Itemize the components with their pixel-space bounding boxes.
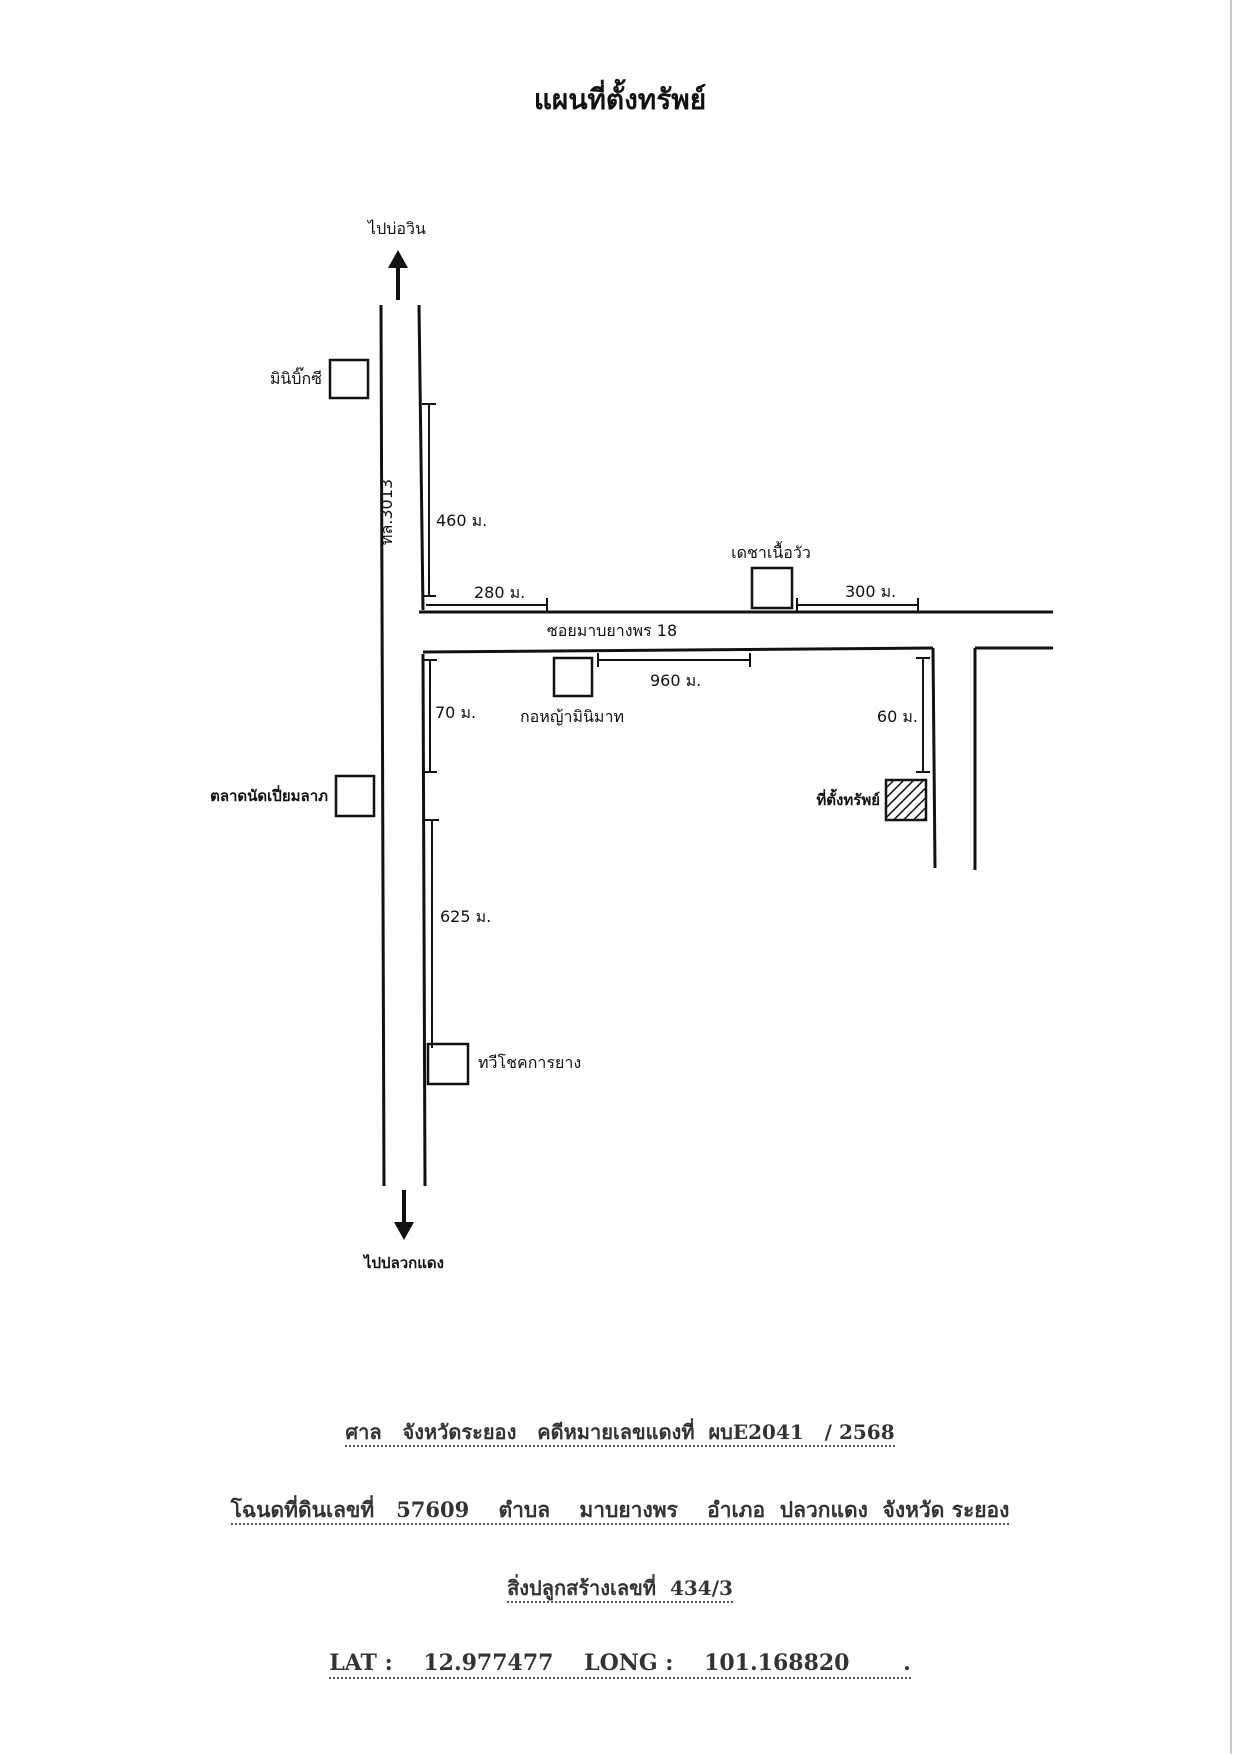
deed-line: โฉนดที่ดินเลขที่ 57609 ตำบล มาบยางพร อำเ… [0,1494,1240,1527]
building-number: 434/3 [669,1576,733,1600]
dimension-625-label: 625 ม. [440,907,491,926]
main-road [379,304,427,1187]
building-line: สิ่งปลูกสร้างเลขที่ 434/3 [0,1572,1240,1604]
coordinates-line: LAT : 12.977477 LONG : 101.168820 . [0,1650,1240,1679]
side-road [419,610,1053,870]
dimension-960-label: 960 ม. [650,671,701,690]
district: ปลวกแดง [779,1497,868,1522]
case-label: คดีหมายเลขแดงที่ [537,1420,695,1444]
dimension-70 [423,659,437,773]
deed-label: โฉนดที่ดินเลขที่ [230,1497,375,1522]
dimension-60-label: 60 ม. [877,707,918,726]
province-label: จังหวัด [882,1497,945,1522]
side-road-label: ซอยมาบยางพร 18 [547,621,677,640]
building-label: สิ่งปลูกสร้างเลขที่ [507,1576,657,1600]
landmark-label-rubber-shop: ทวีโชคการยาง [478,1053,581,1072]
landmark-label-beef-shop: เดชาเนื้อวัว [731,541,811,562]
landmark-label-fresh-market: ตลาดนัดเปี่ยมลาภ [210,785,328,805]
deed-number: 57609 [396,1497,470,1522]
dimension-280 [426,598,548,612]
court-label: ศาล [345,1420,382,1444]
court-case-line: ศาล จังหวัดระยอง คดีหมายเลขแดงที่ ผบE204… [0,1416,1240,1448]
dimension-70-label: 70 ม. [435,703,476,722]
direction-south-label: ไปปลวกแดง [362,1253,444,1272]
court-province: จังหวัดระยอง [402,1420,517,1444]
landmark-box-fresh-market [334,774,376,818]
case-year: / 2568 [824,1420,895,1444]
landmark-box-rubber-shop [426,1042,470,1086]
district-label: อำเภอ [707,1497,766,1522]
subdistrict-label: ตำบล [498,1497,551,1522]
dimension-300-label: 300 ม. [845,582,896,601]
direction-north-label: ไปบ่อวิน [366,219,426,238]
landmark-box-beef-shop [750,566,794,610]
trailing-dot: . [903,1650,911,1676]
page-title: แผนที่ตั้งทรัพย์ [533,83,707,116]
lat-value: 12.977477 [423,1650,554,1676]
property-label: ที่ตั้งทรัพย์ [816,788,880,809]
property-marker [884,778,928,822]
dimension-280-label: 280 ม. [474,583,525,602]
province: ระยอง [951,1497,1010,1522]
main-road-label: ทล.3013 [377,479,396,545]
dimension-960 [597,653,751,667]
dimension-625 [425,819,439,1048]
landmark-box-hay-shop [552,656,594,698]
south-arrow-icon [394,1190,414,1240]
dimension-460-label: 460 ม. [436,511,487,530]
scan-edge [1230,0,1232,1754]
dimension-460 [422,403,436,597]
lat-label: LAT : [329,1650,393,1676]
landmark-label-mini-big-c: มินิบิ๊กซี [270,367,322,388]
landmark-label-hay-shop: กอหญ้ามินิมาท [520,707,624,726]
dimension-60 [916,657,930,773]
long-label: LONG : [584,1650,674,1676]
dimension-300 [796,598,919,612]
subdistrict: มาบยางพร [579,1497,678,1522]
case-number: ผบE2041 [708,1420,804,1444]
north-arrow-icon [388,250,408,300]
landmark-box-mini-big-c [328,358,370,400]
long-value: 101.168820 [704,1650,850,1676]
